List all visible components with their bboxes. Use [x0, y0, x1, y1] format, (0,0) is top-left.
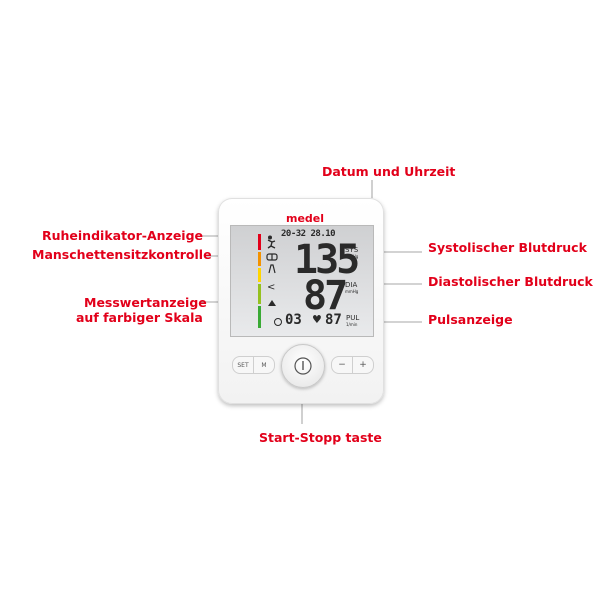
start-stop-button[interactable]: [281, 344, 325, 388]
scale-yellow: [258, 268, 261, 282]
callout-pulsanzeige: Pulsanzeige: [428, 312, 513, 327]
callout-diastolisch: Diastolischer Blutdruck: [428, 274, 593, 289]
minus-button[interactable]: −: [331, 356, 353, 374]
plus-button[interactable]: +: [352, 356, 374, 374]
color-scale: [258, 234, 261, 328]
dia-unit: mmHg: [345, 289, 359, 294]
lcd-display: < 20-32 28.10 SYS mmHg 135 DIA mmHg 87 0…: [230, 225, 374, 337]
scale-lightgreen: [258, 284, 261, 304]
dia-label: DIA: [345, 281, 358, 289]
scale-green: [258, 306, 261, 328]
callout-manschettensitz: Manschettensitzkontrolle: [32, 247, 212, 262]
callout-datum-uhrzeit: Datum und Uhrzeit: [322, 164, 456, 179]
memory-number: 03: [285, 312, 302, 328]
power-icon: [294, 357, 312, 375]
resting-person-icon: [267, 235, 276, 249]
sys-unit: mmHg: [345, 254, 359, 259]
scale-orange: [258, 252, 261, 266]
pulse-value: 87: [325, 312, 342, 328]
scale-red: [258, 234, 261, 250]
callout-start-stopp: Start-Stopp taste: [259, 430, 382, 445]
callout-ruheindikator: Ruheindikator-Anzeige: [42, 228, 204, 243]
callout-systolisch: Systolischer Blutdruck: [428, 240, 587, 255]
memory-button[interactable]: M: [253, 356, 275, 374]
pul-unit: 1/min: [346, 322, 358, 327]
datetime-readout: 20-32 28.10: [281, 229, 336, 239]
diastolic-value: 87: [303, 273, 348, 319]
callout-messwertanzeige-1: Messwertanzeige: [84, 295, 207, 310]
chevron-left-icon: <: [267, 282, 276, 293]
arm-icon: [268, 264, 276, 274]
brand-logo: medel: [285, 212, 325, 225]
heart-icon: ♥: [312, 313, 322, 326]
callout-messwertanzeige-2: auf farbiger Skala: [76, 310, 203, 325]
cuff-check-icon: [266, 253, 278, 261]
pul-label: PUL: [346, 314, 360, 322]
scale-pointer-icon: [268, 300, 276, 306]
sys-label: SYS: [345, 246, 359, 254]
memory-icon: [274, 318, 282, 326]
systolic-value: 135: [294, 237, 360, 283]
set-button[interactable]: SET: [232, 356, 254, 374]
